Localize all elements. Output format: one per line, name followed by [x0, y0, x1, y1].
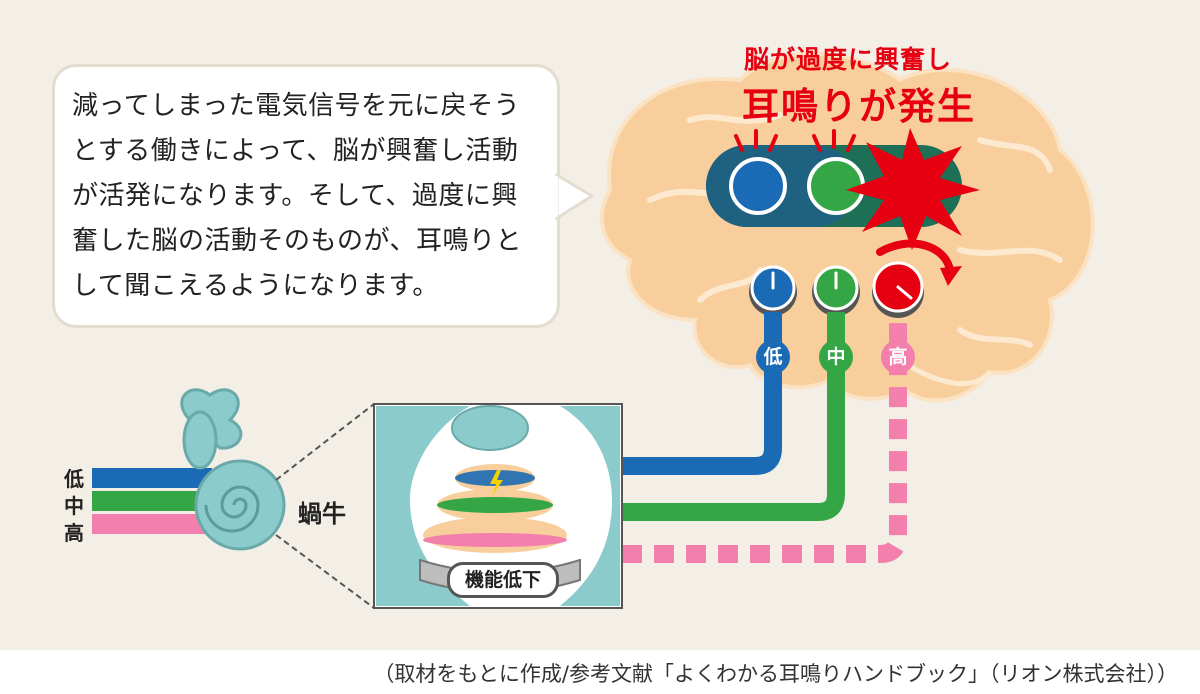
low-frequency-tag: 低: [756, 340, 790, 374]
activity-bar: [706, 128, 980, 250]
mid-activity-node: [807, 157, 865, 215]
mid-frequency-tag: 中: [819, 340, 853, 374]
function-decline-label: 機能低下: [447, 562, 559, 598]
rotate-arrow-icon: [876, 239, 954, 274]
brain-title-line2: 耳鳴りが発生: [742, 85, 976, 128]
high-signal-line: [622, 312, 907, 563]
mid-input-bar: [92, 491, 212, 511]
cochlea-label: 蝸牛: [298, 500, 346, 528]
explosion-icon: [846, 128, 980, 250]
tinnitus-diagram: [92, 51, 1095, 609]
bubble-text: 減ってしまった電気信号を元に戻そうとする働きによって、脳が興奮し活動が活発になり…: [72, 91, 522, 301]
cochlea-illustration: [180, 388, 286, 551]
low-activity-node: [729, 157, 787, 215]
high-input-label: 高: [64, 521, 84, 545]
lightning-icon: [490, 470, 503, 496]
gauges: [749, 239, 962, 318]
input-bars: [92, 468, 212, 534]
brain-illustration: [599, 51, 1095, 403]
zoom-callout: [275, 403, 623, 609]
high-frequency-tag: 高: [881, 340, 915, 374]
low-spark-lines: [734, 129, 778, 152]
mid-signal-line: [622, 312, 845, 521]
low-input-label: 低: [64, 467, 84, 491]
low-input-bar: [92, 468, 212, 488]
low-signal-line: [622, 312, 782, 475]
signal-lines: [622, 312, 907, 563]
mid-input-label: 中: [64, 494, 84, 518]
brain-title-line1: 脳が過度に興奮し: [744, 45, 953, 74]
mid-spark-lines: [812, 129, 856, 152]
speech-bubble: [52, 64, 560, 328]
high-input-bar: [92, 514, 212, 534]
source-caption: （取材をもとに作成/参考文献「よくわかる耳鳴りハンドブック」（リオン株式会社））: [373, 662, 1178, 686]
